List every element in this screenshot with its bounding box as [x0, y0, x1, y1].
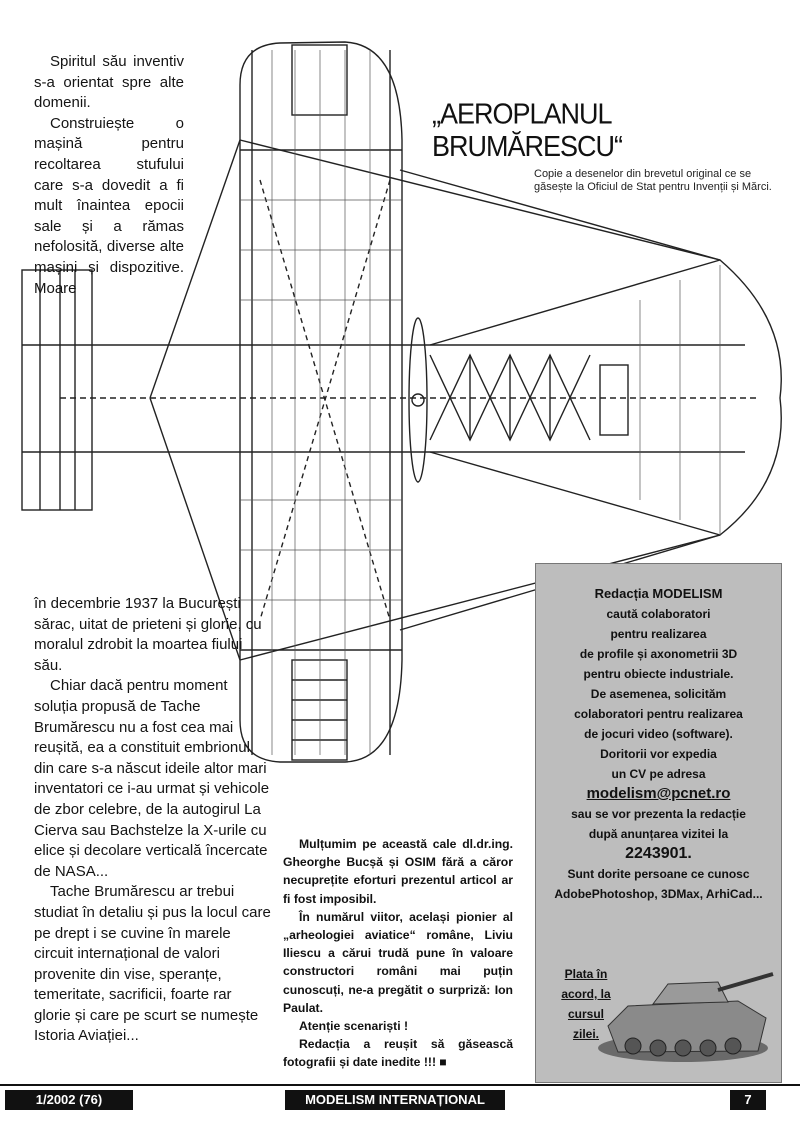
paragraph: în decembrie 1937 la București sărac, ui…	[34, 595, 262, 674]
ad-line: Doritorii vor expedia	[600, 747, 717, 761]
ad-line: de profile și axonometrii 3D	[579, 647, 738, 661]
acknowledgements-text: Mulțumim pe această cale dl.dr.ing. Gheo…	[283, 835, 513, 1072]
article-text-top: Spiritul său inventiv s-a orientat spre …	[34, 52, 184, 299]
paragraph: Redacția a reușit să găsească fotografii…	[283, 1037, 513, 1070]
page-number: 7	[730, 1090, 766, 1110]
ad-line: AdobePhotoshop, 3DMax, ArhiCad...	[554, 887, 763, 901]
article-text-bottom: în decembrie 1937 la București sărac, ui…	[34, 594, 272, 1047]
paragraph: Atenție scenariști !	[299, 1019, 409, 1034]
ad-line: sau se vor prezenta la redacție	[571, 807, 746, 821]
ad-line: pentru obiecte industriale.	[583, 667, 734, 681]
ad-line: de jocuri video (software).	[584, 727, 733, 741]
ad-line: pentru realizarea	[610, 627, 707, 641]
magazine-name: MODELISM INTERNAȚIONAL	[285, 1090, 505, 1110]
tank-text: cursul	[567, 1007, 604, 1021]
ad-line: caută colaboratori	[606, 607, 711, 621]
ad-line: colaboratori pentru realizarea	[574, 707, 743, 721]
ad-line: Redacția MODELISM	[594, 586, 723, 601]
drawing-caption: Copie a desenelor din brevetul original …	[534, 168, 772, 193]
ad-email-link[interactable]: modelism@pcnet.ro	[586, 785, 731, 802]
ad-line: Sunt dorite persoane ce cunosc	[567, 867, 750, 881]
ad-phone: 2243901.	[625, 845, 692, 862]
article-title: „AEROPLANUL BRUMĂRESCU“	[432, 98, 623, 163]
paragraph: Chiar dacă pentru moment soluția propusă…	[34, 677, 270, 880]
paragraph: Spiritul său inventiv s-a orientat spre …	[34, 53, 184, 112]
tank-illustration	[598, 972, 774, 1062]
tank-text: acord, la	[561, 987, 611, 1001]
ad-line: după anunțarea vizitei la	[588, 827, 729, 841]
issue-number: 1/2002 (76)	[5, 1090, 133, 1110]
paragraph: În numărul viitor, același pionier al „a…	[283, 909, 513, 1015]
tank-text: zilei.	[572, 1027, 599, 1041]
tank-text: Plata în	[564, 967, 608, 981]
footer-rule	[0, 1084, 800, 1086]
paragraph: Tache Brumărescu ar trebui studiat în de…	[34, 883, 271, 1045]
ad-line: De asemenea, solicităm	[590, 687, 727, 701]
paragraph: Construiește o mașină pentru recoltarea …	[34, 114, 184, 297]
paragraph: Mulțumim pe această cale dl.dr.ing. Gheo…	[283, 837, 513, 906]
ad-line: un CV pe adresa	[611, 767, 706, 781]
recruitment-ad-box: Redacția MODELISM caută colaboratori pen…	[535, 563, 782, 1083]
